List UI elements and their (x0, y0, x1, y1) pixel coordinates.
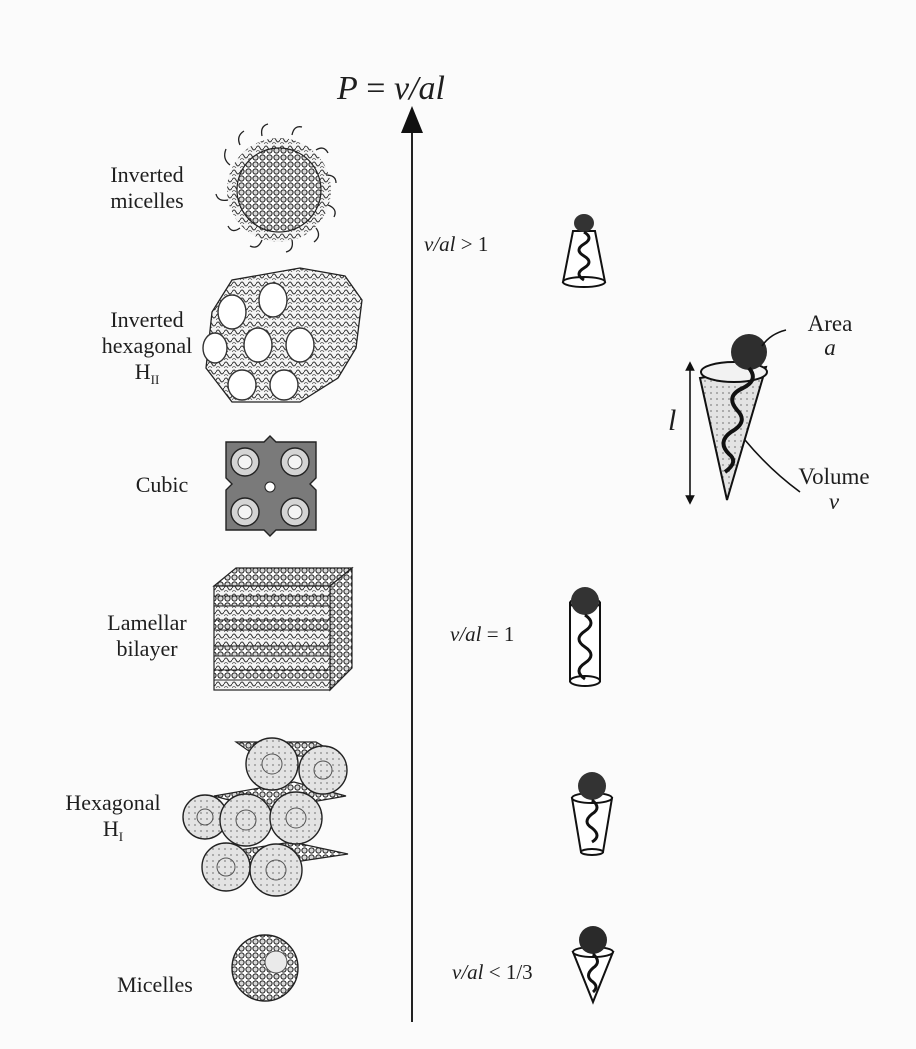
label-cubic: Cubic (112, 472, 212, 498)
packing-parameter-title: P = v/al (337, 70, 445, 108)
hexagonal-phase-icon (183, 738, 348, 896)
cylinder-molecule-icon (570, 587, 600, 686)
label-inverted-micelles: Inverted micelles (82, 162, 212, 214)
area-label: Area a (796, 312, 864, 360)
title-expression: v/al (394, 70, 445, 107)
truncated-cone-molecule-icon (572, 772, 612, 855)
lamellar-bilayer-icon (214, 568, 352, 690)
condition-less-than-third: v/al < 1/3 (452, 960, 533, 985)
title-equals: = (366, 70, 394, 107)
condition-greater-than-one: v/al > 1 (424, 232, 488, 257)
axis-arrowhead-icon (401, 106, 423, 133)
volume-label: Volume v (784, 464, 884, 514)
inverted-micelle-icon (216, 124, 336, 252)
cubic-phase-icon (226, 436, 316, 536)
length-label: l (668, 404, 676, 438)
label-lamellar-bilayer: Lamellar bilayer (82, 610, 212, 662)
condition-equal-one: v/al = 1 (450, 622, 514, 647)
micelle-icon (232, 935, 298, 1001)
inverted-hexagonal-icon (203, 268, 362, 402)
inverted-cone-molecule-icon (563, 214, 605, 287)
title-p: P (337, 70, 358, 107)
cone-molecule-icon (573, 926, 613, 1002)
label-inverted-hexagonal: Inverted hexagonal HII (82, 307, 212, 393)
label-micelles: Micelles (95, 972, 215, 998)
label-hexagonal: Hexagonal HI (48, 790, 178, 850)
